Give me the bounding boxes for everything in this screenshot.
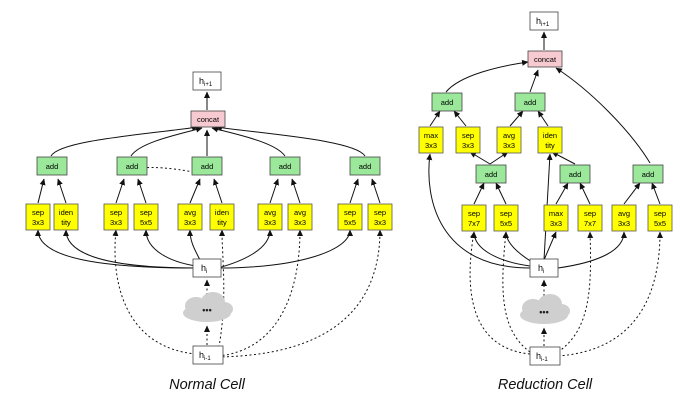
reduction-add-1: add: [441, 98, 454, 107]
reduction-top-op-1-name: max: [424, 131, 438, 140]
reduction-bot-op-5-size: 3x3: [618, 219, 630, 228]
reduction-concat-label: concat: [534, 55, 557, 64]
normal-ops: sep 3x3 iden tity sep 3x3 sep 5x5 avg 3x…: [25, 203, 393, 231]
reduction-top-op-1-size: 3x3: [425, 141, 437, 150]
reduction-h-i-label: hi: [538, 263, 544, 275]
normal-cell: hi+1 concat add add add add add sep 3x3 …: [25, 71, 393, 393]
normal-op-7-name: avg: [264, 208, 276, 217]
reduction-bot-op-3-size: 3x3: [550, 219, 562, 228]
reduction-cloud-dots: •••: [539, 307, 548, 317]
normal-op-7-size: 3x3: [264, 218, 276, 227]
reduction-bot-op-1-size: 7x7: [468, 219, 480, 228]
normal-op-8-size: 3x3: [294, 218, 306, 227]
normal-op-4-size: 5x5: [140, 218, 152, 227]
reduction-top-op-2-name: sep: [462, 131, 474, 140]
normal-add-1: add: [46, 162, 59, 171]
normal-h-i-label: hi: [201, 263, 207, 275]
reduction-bot-op-6-name: sep: [654, 209, 666, 218]
reduction-top-op-3-size: 3x3: [503, 141, 515, 150]
reduction-bot-op-6-size: 5x5: [654, 219, 666, 228]
normal-h-prev-label: hi-1: [199, 350, 211, 362]
normal-op-4-name: sep: [140, 208, 152, 217]
normal-op-9-name: sep: [344, 208, 356, 217]
normal-op-2-size: tity: [61, 218, 71, 227]
reduction-cloud-icon: •••: [520, 294, 570, 324]
normal-op-3-name: sep: [110, 208, 122, 217]
normal-op-6-name: iden: [215, 208, 229, 217]
reduction-top-op-4-name: iden: [543, 131, 557, 140]
normal-op-5-name: avg: [184, 208, 196, 217]
reduction-add-5: add: [642, 170, 655, 179]
reduction-bot-op-2-name: sep: [500, 209, 512, 218]
reduction-add-3: add: [485, 170, 498, 179]
normal-concat-label: concat: [197, 115, 220, 124]
normal-add-5: add: [359, 162, 372, 171]
reduction-add-4: add: [569, 170, 582, 179]
normal-op-2-name: iden: [59, 208, 73, 217]
reduction-bot-op-2-size: 5x5: [500, 219, 512, 228]
normal-cell-caption: Normal Cell: [169, 377, 246, 393]
reduction-output-label: hi+1: [536, 16, 550, 28]
normal-add-4: add: [279, 162, 292, 171]
reduction-bot-op-5-name: avg: [618, 209, 630, 218]
normal-op-1-name: sep: [32, 208, 44, 217]
reduction-add-2: add: [524, 98, 537, 107]
reduction-bot-op-1-name: sep: [468, 209, 480, 218]
reduction-cell: hi+1 concat add add max 3x3 sep 3x3 avg …: [418, 11, 673, 393]
normal-add-3: add: [201, 162, 214, 171]
normal-add-2: add: [126, 162, 139, 171]
normal-op-8-name: avg: [294, 208, 306, 217]
reduction-top-op-3-name: avg: [503, 131, 515, 140]
normal-op-1-size: 3x3: [32, 218, 44, 227]
normal-op-5-size: 3x3: [184, 218, 196, 227]
normal-op-9-size: 5x5: [344, 218, 356, 227]
normal-op-10-name: sep: [374, 208, 386, 217]
reduction-bot-op-4-size: 7x7: [584, 219, 596, 228]
reduction-bot-op-3-name: max: [549, 209, 563, 218]
normal-cloud-dots: •••: [202, 305, 211, 315]
reduction-bot-op-4-name: sep: [584, 209, 596, 218]
normal-cloud-icon: •••: [183, 292, 233, 322]
normal-op-3-size: 3x3: [110, 218, 122, 227]
normal-op-6-size: tity: [217, 218, 227, 227]
normal-op-10-size: 3x3: [374, 218, 386, 227]
reduction-cell-caption: Reduction Cell: [498, 377, 593, 393]
reduction-top-op-4-size: tity: [545, 141, 555, 150]
reduction-top-op-2-size: 3x3: [462, 141, 474, 150]
reduction-h-prev-label: hi-1: [536, 351, 548, 363]
normal-output-label: hi+1: [199, 76, 213, 88]
